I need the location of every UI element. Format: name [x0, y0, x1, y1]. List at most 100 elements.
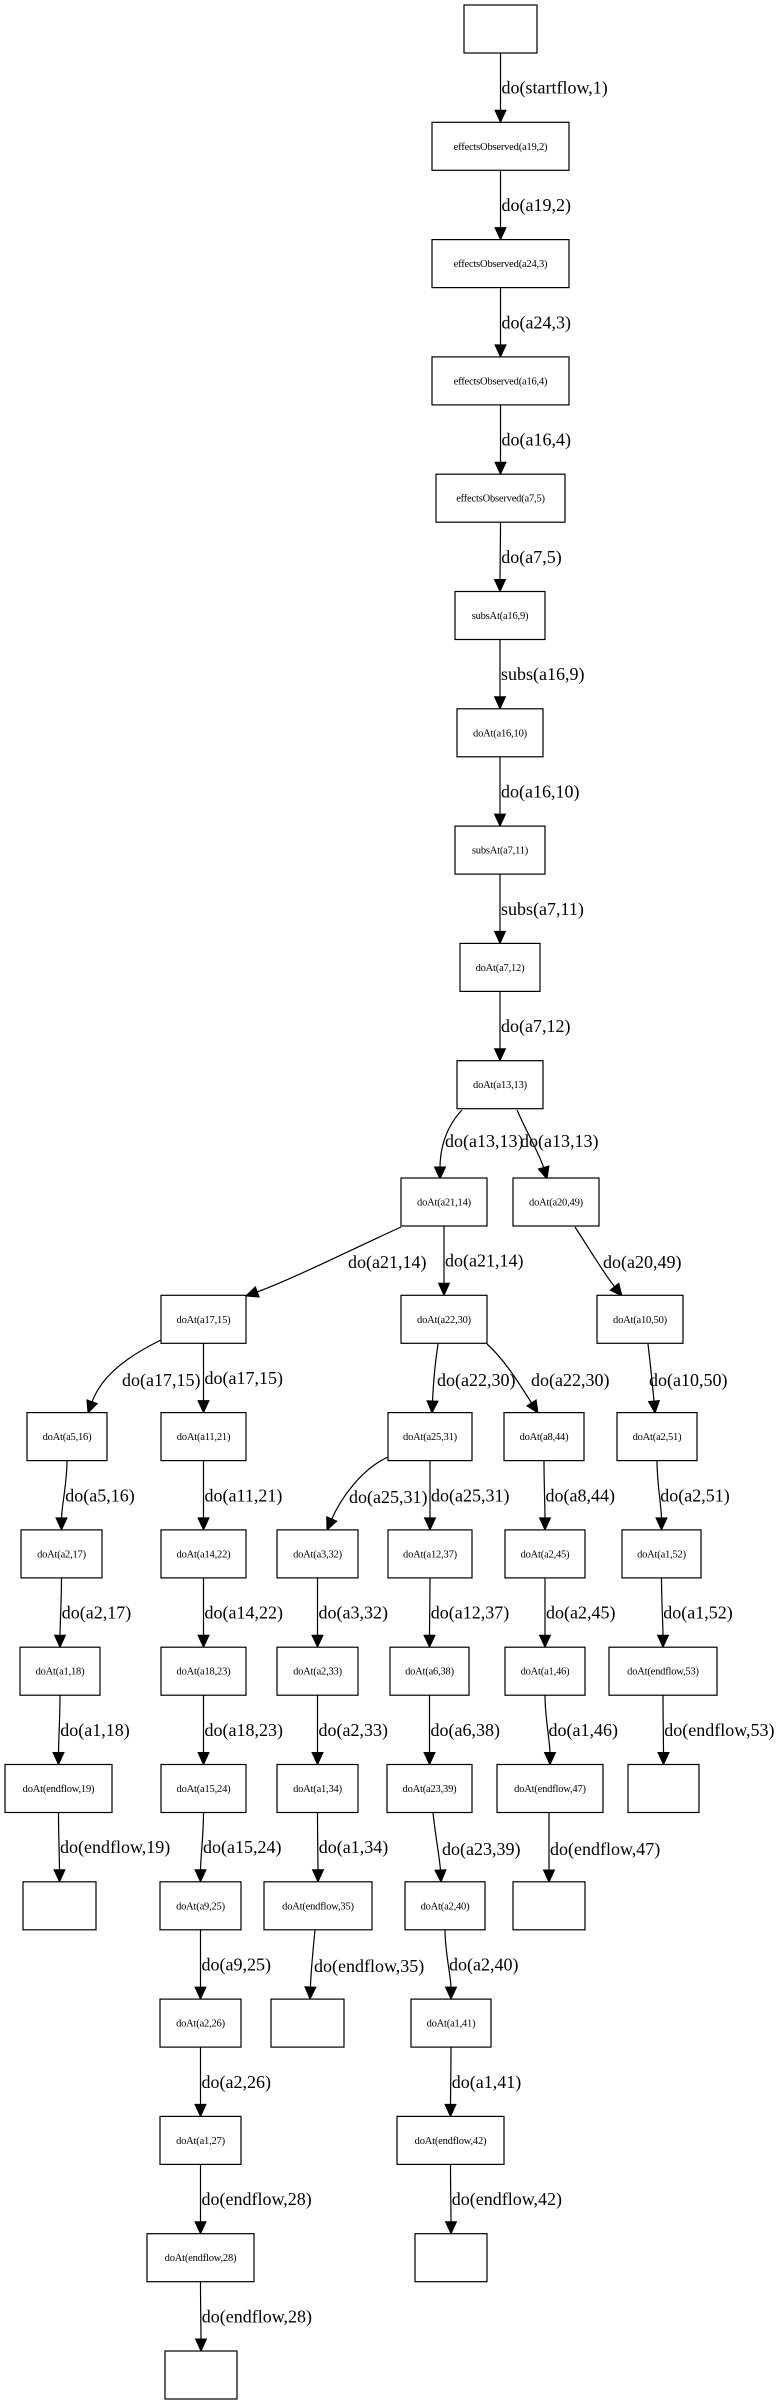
node-label: doAt(a20,49) — [529, 1198, 584, 1209]
node-label: doAt(a25,31) — [403, 1432, 458, 1443]
graph-node: doAt(a8,44) — [503, 1411, 585, 1462]
node-label: doAt(a2,51) — [633, 1432, 683, 1443]
graph-node: doAt(a2,33) — [276, 1646, 359, 1696]
arrowhead-icon — [197, 1517, 210, 1532]
node-label: doAt(a9,25) — [176, 1901, 226, 1912]
arrowhead-icon — [194, 2338, 208, 2353]
edge-line — [516, 1109, 545, 1169]
edge-label: do(a1,41) — [452, 2072, 521, 2093]
node-label: doAt(a2,40) — [421, 1901, 471, 1912]
edge-line — [330, 1456, 389, 1521]
node-label: doAt(a10,50) — [613, 1315, 668, 1326]
edge-label: do(a9,25) — [202, 1954, 271, 1975]
node-box — [159, 1998, 242, 2048]
node-box — [404, 1881, 486, 1931]
graph-edge: do(a7,12) — [493, 991, 570, 1062]
node-box — [146, 2233, 255, 2283]
arrowhead-icon — [194, 1869, 207, 1884]
graph-node: doAt(a10,50) — [596, 1294, 684, 1344]
arrowhead-icon — [194, 2221, 207, 2235]
edge-label: do(a11,21) — [205, 1485, 283, 1506]
edge-label: do(a17,15) — [122, 1370, 200, 1391]
arrowhead-icon — [423, 1752, 436, 1766]
node-box — [387, 1411, 473, 1462]
arrowhead-icon — [53, 1634, 67, 1649]
edge-label: do(a20,49) — [603, 1252, 681, 1273]
node-box — [512, 1177, 600, 1227]
arrowhead-icon — [244, 1285, 260, 1298]
graph-edge: do(endflow,28) — [194, 2164, 312, 2235]
node-box — [160, 1529, 247, 1579]
node-box — [496, 1763, 604, 1814]
arrowhead-icon — [494, 461, 507, 476]
edge-line — [543, 1460, 546, 1519]
graph-edge: do(a11,21) — [197, 1460, 283, 1532]
graph-node: doAt(a9,25) — [159, 1881, 242, 1931]
graph-node: doAt(a7,12) — [459, 942, 541, 993]
graph-edge: do(a25,31) — [423, 1460, 509, 1532]
node-label: effectsObserved(a24,3) — [454, 259, 548, 270]
graph-node-terminal — [22, 1881, 97, 1931]
graph-node: effectsObserved(a19,2) — [431, 121, 570, 171]
arrowhead-icon — [311, 1634, 324, 1649]
node-label: effectsObserved(a7,5) — [456, 494, 545, 505]
edge-label: do(a3,32) — [319, 1603, 388, 1624]
node-box — [503, 1411, 585, 1462]
edge-line — [59, 1577, 63, 1637]
node-label: doAt(a1,27) — [176, 2136, 226, 2147]
edge-line — [57, 1695, 61, 1754]
node-label: doAt(a23,39) — [403, 1784, 458, 1795]
node-label: doAt(a18,23) — [177, 1667, 232, 1678]
arrowhead-icon — [423, 1634, 436, 1649]
edge-label: do(a25,31) — [349, 1487, 427, 1508]
edge-label: do(a6,38) — [431, 1720, 500, 1741]
edge-label: do(a25,31) — [431, 1485, 509, 1506]
graph-node: doAt(a2,45) — [504, 1529, 586, 1579]
graph-node: doAt(a2,51) — [616, 1411, 698, 1462]
node-box — [20, 1529, 103, 1579]
arrowhead-icon — [434, 1869, 447, 1884]
graph-node: doAt(a16,10) — [456, 708, 544, 758]
graph-node-terminal — [627, 1763, 700, 1814]
graph-node: doAt(a1,46) — [504, 1646, 586, 1696]
graph-edge: do(a1,41) — [444, 2047, 521, 2118]
graph-node: doAt(a20,49) — [512, 1177, 600, 1227]
graph-node-terminal — [164, 2350, 238, 2400]
graph-edge: do(endflow,42) — [444, 2164, 562, 2235]
arrowhead-icon — [53, 1869, 66, 1884]
edge-label: do(a1,34) — [319, 1837, 388, 1858]
edge-line — [444, 1929, 452, 1989]
arrowhead-icon — [86, 1399, 99, 1415]
edge-label: do(a24,3) — [502, 312, 571, 333]
arrowhead-icon — [493, 813, 507, 828]
graph-edge: do(a25,31) — [326, 1456, 427, 1532]
edge-line — [316, 1812, 319, 1871]
graph-edge: do(a8,44) — [538, 1460, 615, 1532]
node-box — [410, 1998, 492, 2048]
arrowhead-icon — [437, 1282, 451, 1297]
node-box — [19, 1646, 101, 1696]
node-box — [431, 121, 570, 171]
edge-label: do(a7,5) — [501, 547, 561, 568]
graph-node: doAt(endflow,35) — [263, 1881, 373, 1931]
node-box — [459, 942, 541, 993]
node-label: doAt(a2,45) — [521, 1549, 571, 1560]
graph-edge: do(a23,39) — [432, 1812, 520, 1884]
graph-edge: do(a14,22) — [197, 1577, 283, 1649]
graph-node: doAt(a1,41) — [410, 1998, 492, 2048]
node-box — [276, 1529, 359, 1579]
edge-line — [662, 1695, 665, 1754]
arrowhead-icon — [657, 1752, 670, 1766]
graph-node: effectsObserved(a7,5) — [435, 473, 566, 523]
edge-label: do(endflow,28) — [202, 2306, 312, 2327]
arrowhead-icon — [194, 2103, 207, 2118]
node-label: doAt(a1,41) — [427, 2019, 477, 2030]
graph-node: doAt(a21,14) — [400, 1177, 488, 1227]
node-box — [621, 1529, 702, 1579]
graph-node: subsAt(a16,9) — [454, 590, 546, 641]
edge-line — [431, 1343, 439, 1403]
graph-edge: do(a1,34) — [311, 1812, 388, 1884]
graph-edge: do(a2,17) — [53, 1577, 131, 1649]
graph-edge: do(a17,15) — [86, 1339, 200, 1415]
edge-label: do(endflow,35) — [314, 1956, 424, 1977]
